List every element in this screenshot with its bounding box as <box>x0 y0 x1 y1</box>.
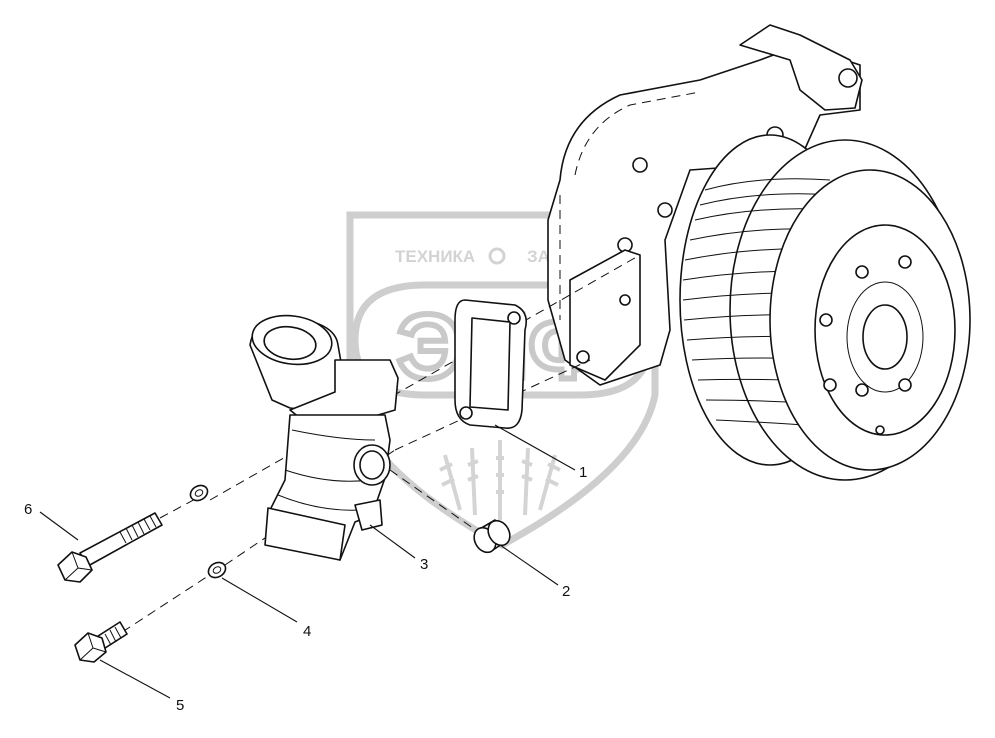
gasket-part-1 <box>454 299 528 429</box>
water-pump-assembly <box>547 24 971 481</box>
callout-3: 3 <box>420 556 428 573</box>
washer-upper <box>189 484 209 502</box>
water-outlet-elbow-part-3 <box>249 314 399 561</box>
callout-leaders <box>39 424 576 699</box>
callout-4: 4 <box>303 623 311 640</box>
long-bolt-part-6 <box>57 512 163 583</box>
callout-5: 5 <box>176 697 184 714</box>
washer-part-4 <box>207 561 227 579</box>
watermark-gear-icon <box>488 247 506 265</box>
callout-6: 6 <box>24 501 32 518</box>
watermark-wheat-icon <box>439 440 561 520</box>
short-bolt-part-5 <box>74 621 128 663</box>
callout-2: 2 <box>562 583 570 600</box>
seal-ring-part-2 <box>473 519 511 554</box>
watermark-left-word: ТЕХНИКА <box>395 247 475 266</box>
callout-1: 1 <box>579 464 587 481</box>
